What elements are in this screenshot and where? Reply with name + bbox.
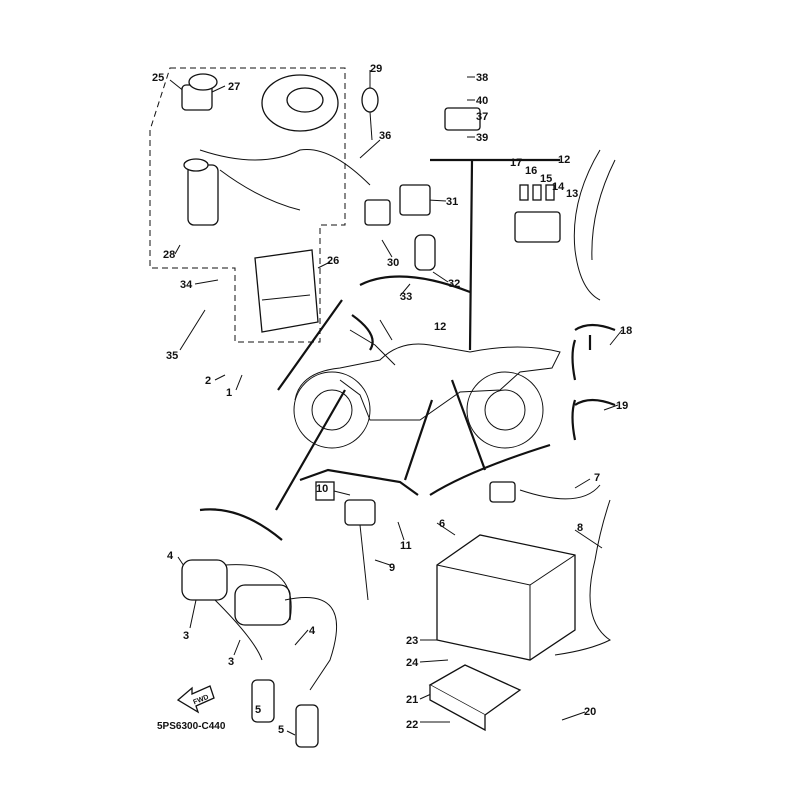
callout: 24 xyxy=(406,657,419,669)
callout: 36 xyxy=(379,130,391,142)
callout: 39 xyxy=(476,132,488,144)
callout: 29 xyxy=(370,63,382,75)
callout: 15 xyxy=(540,173,552,185)
callout: 7 xyxy=(594,472,600,484)
callout: 27 xyxy=(228,81,240,93)
callout: 1 xyxy=(226,387,232,399)
leader-lines xyxy=(199,158,616,541)
fuel-cap xyxy=(261,74,339,132)
callout: 6 xyxy=(439,518,445,530)
ecu xyxy=(254,249,319,333)
callout: 37 xyxy=(476,111,488,123)
callout: 21 xyxy=(406,694,418,706)
callout: 30 xyxy=(387,257,399,269)
callout: 19 xyxy=(616,400,628,412)
callout: 17 xyxy=(510,157,522,169)
callout: 3 xyxy=(228,656,234,668)
callout: 40 xyxy=(476,95,488,107)
wiring-harness xyxy=(573,149,616,301)
callout: 32 xyxy=(448,278,460,290)
ignition-coils xyxy=(181,559,338,748)
callout: 18 xyxy=(620,325,632,337)
callout: 35 xyxy=(166,350,178,362)
callout: 8 xyxy=(577,522,583,534)
fwd-arrow-icon: FWD xyxy=(176,685,215,714)
callout: 12 xyxy=(434,321,446,333)
callout: 13 xyxy=(566,188,578,200)
callout: 38 xyxy=(476,72,488,84)
callout: 10 xyxy=(316,483,328,495)
callout: 4 xyxy=(167,550,174,562)
callout: 9 xyxy=(389,562,395,574)
callout: 20 xyxy=(584,706,596,718)
diagram-code: 5PS6300-C440 xyxy=(157,721,226,732)
battery xyxy=(436,481,576,661)
callout: 33 xyxy=(400,291,412,303)
callout: 12 xyxy=(558,154,570,166)
callout: 22 xyxy=(406,719,418,731)
motorcycle-outline xyxy=(293,319,561,449)
rectifier-regulator xyxy=(428,664,522,732)
sensor xyxy=(315,481,376,601)
harness-branch xyxy=(199,148,371,211)
relay-group xyxy=(364,107,561,271)
callout-labels: 25 27 29 38 40 37 39 36 17 16 15 14 13 1… xyxy=(152,63,632,736)
callout: 14 xyxy=(552,181,565,193)
callout: 26 xyxy=(327,255,339,267)
callout: 5 xyxy=(278,724,284,736)
callout: 11 xyxy=(400,540,412,552)
battery-cables xyxy=(519,484,611,656)
key xyxy=(361,87,379,141)
callout: 16 xyxy=(525,165,537,177)
callout: 5 xyxy=(255,704,261,716)
callout: 4 xyxy=(309,625,316,637)
callout: 34 xyxy=(180,279,193,291)
callout: 2 xyxy=(205,375,211,387)
callout: 3 xyxy=(183,630,189,642)
callout: 31 xyxy=(446,196,458,208)
callout: 28 xyxy=(163,249,175,261)
callout: 25 xyxy=(152,72,164,84)
ignition-switch xyxy=(181,73,219,226)
ignition-group-box xyxy=(149,67,346,343)
callout: 23 xyxy=(406,635,418,647)
